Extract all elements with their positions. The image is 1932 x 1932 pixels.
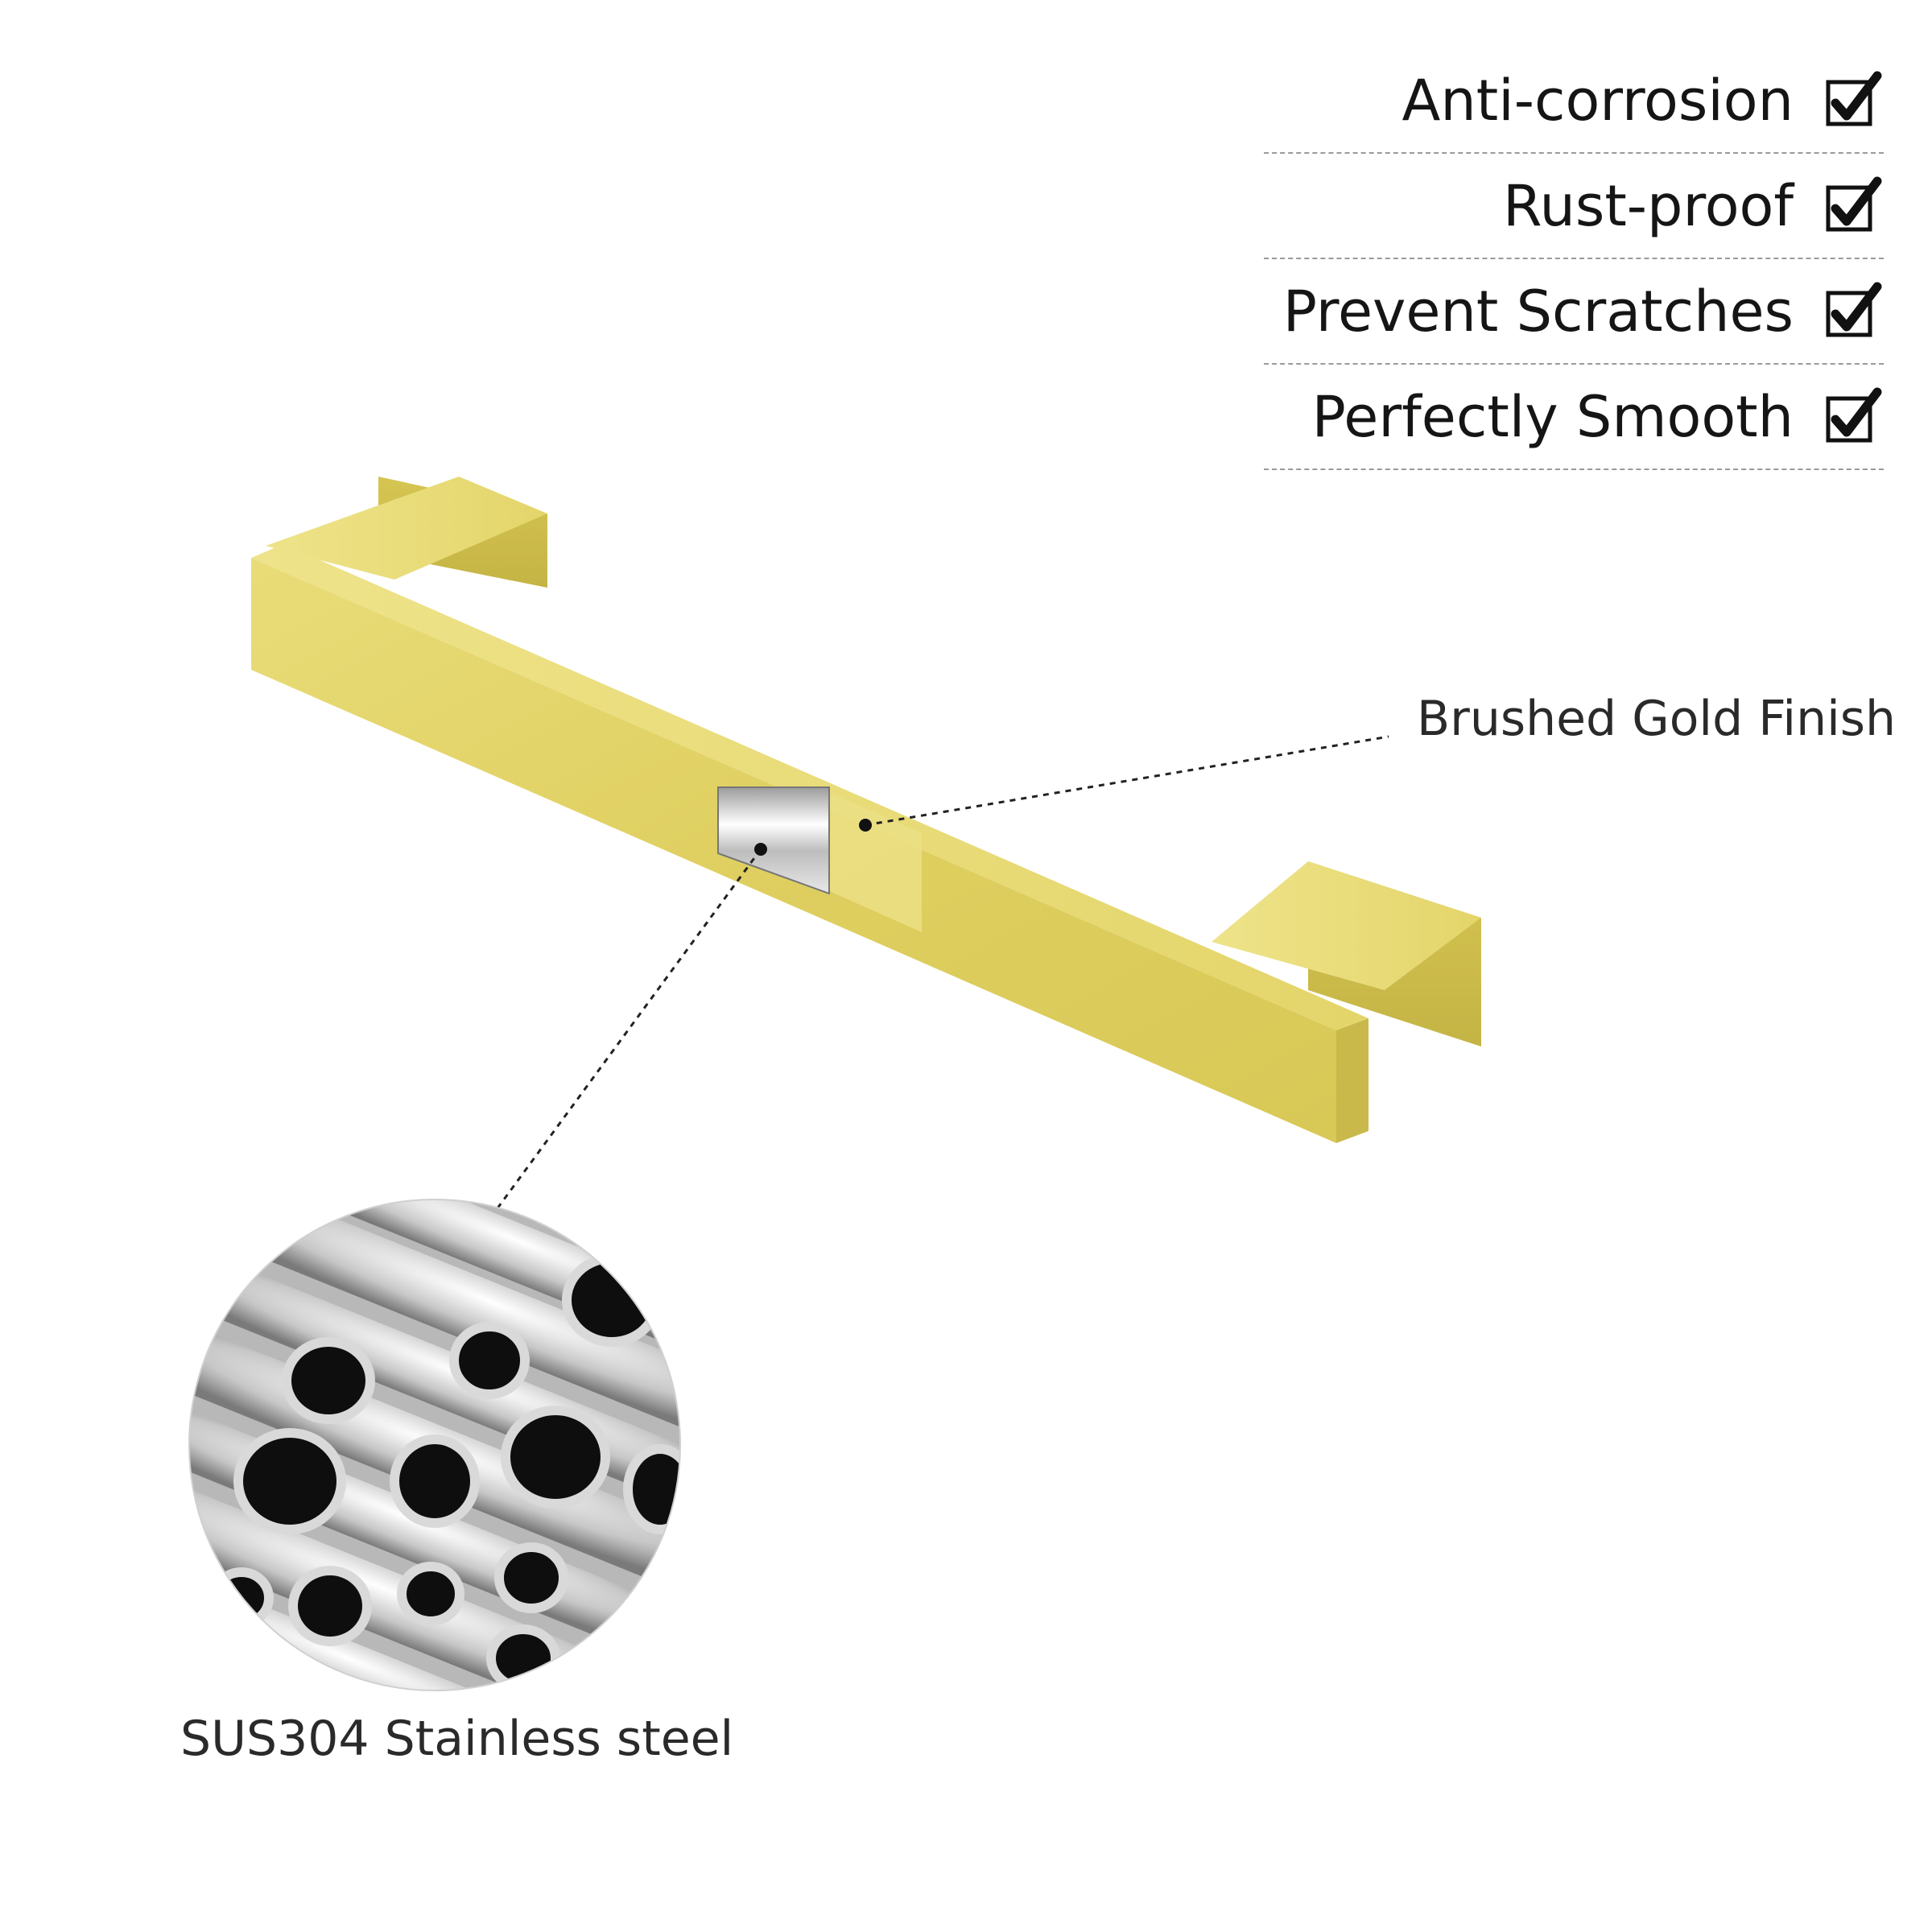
feature-label: Rust-proof bbox=[1502, 172, 1794, 239]
checkbox-checked-icon bbox=[1826, 71, 1882, 126]
finish-sample bbox=[813, 785, 922, 932]
towel-bar bbox=[251, 477, 1481, 1143]
feature-label: Perfectly Smooth bbox=[1311, 383, 1794, 450]
checkbox-checked-icon bbox=[1826, 387, 1882, 442]
feature-checklist: Anti-corrosion Rust-proof Prevent Scratc… bbox=[1264, 48, 1884, 470]
checkbox-checked-icon bbox=[1826, 176, 1882, 231]
feature-label: Anti-corrosion bbox=[1402, 67, 1794, 134]
feature-label: Prevent Scratches bbox=[1282, 278, 1794, 345]
feature-row: Anti-corrosion bbox=[1264, 48, 1884, 154]
steel-cutaway bbox=[717, 786, 830, 895]
feature-row: Perfectly Smooth bbox=[1264, 365, 1884, 470]
checkbox-checked-icon bbox=[1826, 282, 1882, 336]
feature-row: Rust-proof bbox=[1264, 154, 1884, 259]
material-callout-label: SUS304 Stainless steel bbox=[180, 1711, 734, 1767]
leader-lines bbox=[493, 735, 1389, 1212]
steel-tubes-photo bbox=[189, 1199, 680, 1690]
feature-row: Prevent Scratches bbox=[1264, 259, 1884, 365]
finish-callout-label: Brushed Gold Finish bbox=[1417, 691, 1897, 747]
